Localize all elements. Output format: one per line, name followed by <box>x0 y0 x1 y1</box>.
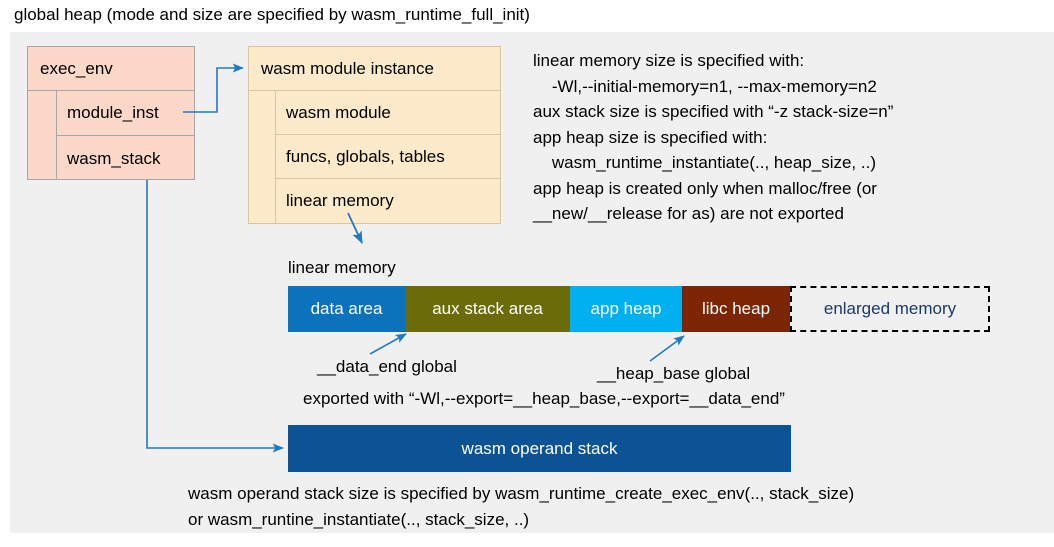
exec-env-box: exec_env module_inst wasm_stack <box>27 46 195 180</box>
operand-stack-note: wasm operand stack size is specified by … <box>188 484 855 529</box>
segment-enlarged-memory: enlarged memory <box>790 286 990 332</box>
exec-env-row-wasm-stack: wasm_stack <box>67 148 161 168</box>
exec-env-gutter <box>28 91 57 180</box>
module-instance-row-funcs-globals-tables: funcs, globals, tables <box>276 135 500 179</box>
segment-data-area: data area <box>288 286 405 332</box>
module-instance-gutter <box>249 91 276 223</box>
caption-data-end-global: __data_end global <box>317 357 457 376</box>
exec-env-row-module-inst: module_inst <box>57 91 195 136</box>
page-title: global heap (mode and size are specified… <box>14 5 530 24</box>
module-instance-header: wasm module instance <box>249 47 500 91</box>
linear-memory-label: linear memory <box>288 258 396 277</box>
segment-app-heap: app heap <box>570 286 682 332</box>
caption-exported-with: exported with “-Wl,--export=__heap_base,… <box>303 389 785 408</box>
wasm-module-instance-box: wasm module instance wasm module funcs, … <box>248 46 501 224</box>
linear-memory-note: linear memory size is specified with: -W… <box>533 51 894 223</box>
module-instance-row-wasm-module: wasm module <box>276 91 500 135</box>
module-instance-row-linear-memory: linear memory <box>286 191 394 210</box>
segment-libc-heap: libc heap <box>682 286 790 332</box>
caption-heap-base-global: __heap_base global <box>597 364 751 383</box>
wasm-operand-stack-box: wasm operand stack <box>288 425 791 472</box>
segment-aux-stack-area: aux stack area <box>405 286 570 332</box>
exec-env-header: exec_env <box>28 47 194 91</box>
